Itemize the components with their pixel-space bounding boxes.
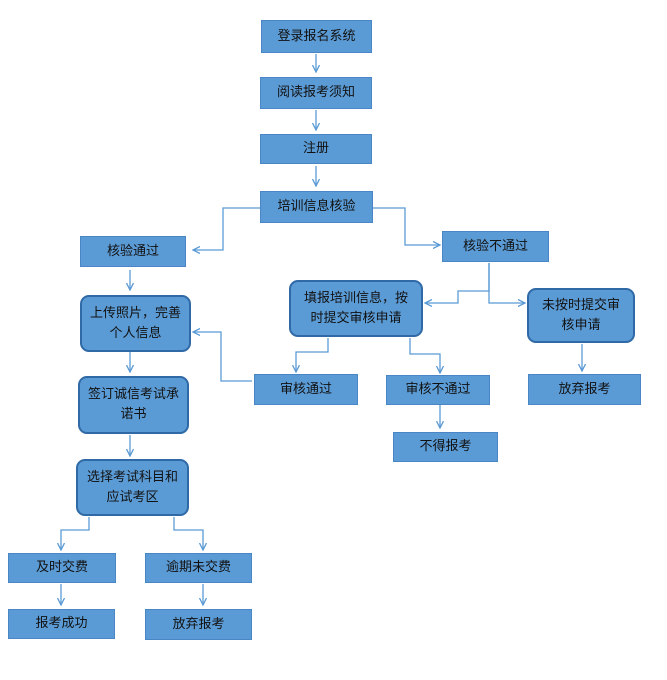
node-give-up-2: 放弃报考 bbox=[145, 609, 252, 640]
arrow-fill-to-reviewfail bbox=[409, 338, 440, 373]
node-sign-pledge: 签订诚信考试承诺书 bbox=[78, 376, 189, 434]
node-register: 注册 bbox=[260, 134, 372, 164]
arrow-reviewpass-to-upload bbox=[193, 332, 252, 382]
node-give-up-1: 放弃报考 bbox=[528, 374, 641, 405]
arrow-choose-to-overdue bbox=[173, 517, 203, 550]
node-fill-training: 填报培训信息，按时提交审核申请 bbox=[289, 280, 423, 337]
node-overdue: 逾期未交费 bbox=[145, 553, 252, 583]
arrow-fill-to-reviewpass bbox=[296, 338, 329, 372]
node-pay-on-time: 及时交费 bbox=[8, 553, 116, 583]
node-verify-fail: 核验不通过 bbox=[442, 231, 549, 262]
arrow-verify-to-pass bbox=[193, 207, 260, 250]
arrow-fail-to-nosubmit bbox=[488, 263, 525, 303]
node-success: 报考成功 bbox=[8, 609, 115, 639]
arrow-fail-to-fill bbox=[425, 263, 490, 303]
node-no-submit: 未按时提交审核申请 bbox=[527, 288, 635, 343]
node-verify-training: 培训信息核验 bbox=[260, 191, 373, 223]
node-review-fail: 审核不通过 bbox=[386, 375, 490, 405]
node-read-notice: 阅读报考须知 bbox=[260, 77, 372, 109]
node-review-pass: 审核通过 bbox=[254, 374, 358, 405]
node-choose-subject: 选择考试科目和应试考区 bbox=[76, 459, 189, 516]
arrow-choose-to-pay bbox=[61, 517, 90, 550]
arrow-verify-to-fail bbox=[373, 207, 440, 245]
node-upload-photo: 上传照片，完善个人信息 bbox=[80, 295, 191, 352]
node-login: 登录报名系统 bbox=[261, 20, 372, 53]
node-no-exam: 不得报考 bbox=[393, 432, 498, 462]
node-verify-pass: 核验通过 bbox=[80, 236, 186, 267]
